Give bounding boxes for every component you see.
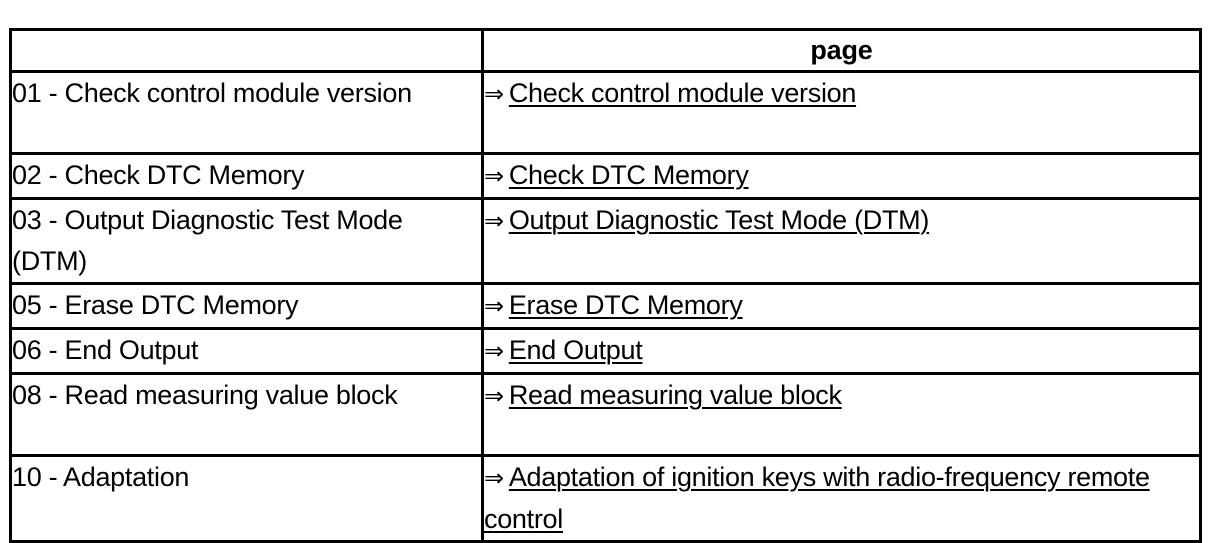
page-link[interactable]: Output Diagnostic Test Mode (DTM) [508, 205, 930, 235]
function-page-cell: ⇒Erase DTC Memory [481, 282, 1202, 330]
function-page-cell: ⇒Read measuring value block [481, 372, 1202, 457]
function-page-cell: ⇒Check DTC Memory [481, 152, 1202, 200]
function-code-cell: 03 - Output Diagnostic Test Mode (DTM) [9, 197, 484, 285]
function-code-cell: 10 - Adaptation [9, 454, 484, 543]
function-page-cell: ⇒Adaptation of ignition keys with radio-… [481, 454, 1202, 543]
table-row: 02 - Check DTC Memory ⇒Check DTC Memory [9, 152, 1202, 200]
page-link[interactable]: End Output [508, 335, 643, 365]
table-row: 08 - Read measuring value block ⇒Read me… [9, 372, 1202, 457]
function-code-cell: 06 - End Output [9, 327, 484, 375]
function-page-cell: ⇒Check control module version [481, 70, 1202, 155]
page-link[interactable]: Adaptation of ignition keys with radio-f… [484, 462, 1150, 534]
diagnostic-functions-table: page 01 - Check control module version ⇒… [9, 28, 1202, 543]
page-link[interactable]: Check control module version [508, 78, 857, 108]
double-arrow-icon: ⇒ [484, 207, 504, 235]
function-code-cell: 08 - Read measuring value block [9, 372, 484, 457]
column-header-code [9, 28, 484, 73]
double-arrow-icon: ⇒ [484, 464, 504, 492]
function-code-cell: 05 - Erase DTC Memory [9, 282, 484, 330]
double-arrow-icon: ⇒ [484, 80, 504, 108]
document-page: page 01 - Check control module version ⇒… [9, 28, 1202, 543]
function-page-cell: ⇒End Output [481, 327, 1202, 375]
column-header-page: page [481, 28, 1202, 73]
table-body: 01 - Check control module version ⇒Check… [9, 70, 1202, 543]
table-header-row: page [9, 28, 1202, 73]
table-row: 05 - Erase DTC Memory ⇒Erase DTC Memory [9, 282, 1202, 330]
page-link[interactable]: Erase DTC Memory [508, 290, 743, 320]
table-row: 10 - Adaptation ⇒Adaptation of ignition … [9, 454, 1202, 543]
function-page-cell: ⇒Output Diagnostic Test Mode (DTM) [481, 197, 1202, 285]
table-row: 06 - End Output ⇒End Output [9, 327, 1202, 375]
page-link[interactable]: Read measuring value block [508, 380, 842, 410]
double-arrow-icon: ⇒ [484, 292, 504, 320]
table-row: 01 - Check control module version ⇒Check… [9, 70, 1202, 155]
function-code-cell: 01 - Check control module version [9, 70, 484, 155]
double-arrow-icon: ⇒ [484, 382, 504, 410]
function-code-cell: 02 - Check DTC Memory [9, 152, 484, 200]
page-link[interactable]: Check DTC Memory [508, 160, 749, 190]
table-header: page [9, 28, 1202, 73]
double-arrow-icon: ⇒ [484, 162, 504, 190]
double-arrow-icon: ⇒ [484, 337, 504, 365]
table-row: 03 - Output Diagnostic Test Mode (DTM) ⇒… [9, 197, 1202, 285]
